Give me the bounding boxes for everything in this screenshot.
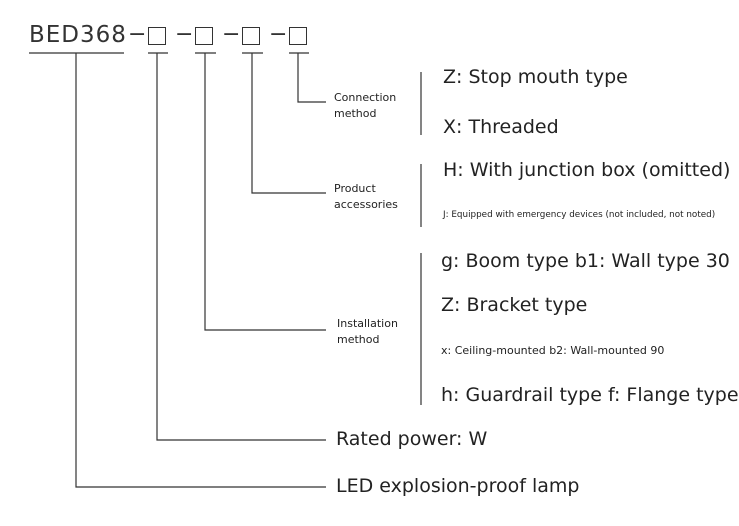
leader-installation [204, 53, 326, 331]
leader-connection [297, 53, 326, 103]
model-code-prefix: BED368 [29, 22, 127, 48]
rated-power-label: Rated power: W [336, 428, 488, 450]
code-slot-accessories [242, 27, 260, 45]
installation-option-g: g: Boom type b1: Wall type 30 [441, 250, 730, 272]
product-accessories-label: Product accessories [334, 182, 398, 211]
connection-option-x: X: Threaded [443, 116, 559, 138]
leader-rated-power [156, 53, 326, 441]
installation-option-h: h: Guardrail type f: Flange type [441, 384, 739, 406]
connection-option-z: Z: Stop mouth type [443, 66, 628, 88]
leader-lamp [75, 53, 326, 488]
installation-method-label: Installation method [337, 317, 398, 346]
code-slot-power [148, 27, 166, 45]
accessories-option-h: H: With junction box (omitted) [443, 159, 731, 181]
installation-option-z: Z: Bracket type [441, 294, 588, 316]
code-separator: − [128, 22, 147, 47]
connection-method-label: Connection method [334, 91, 397, 120]
code-separator: − [269, 22, 288, 47]
code-slot-installation [195, 27, 213, 45]
accessories-option-j: J: Equipped with emergency devices (not … [443, 210, 716, 220]
connector-lines [29, 52, 422, 488]
lamp-label: LED explosion-proof lamp [336, 475, 580, 497]
model-code-diagram: BED368 − − − − Connection method Z: Stop… [29, 22, 739, 497]
code-separator: − [175, 22, 194, 47]
leader-accessories [251, 53, 326, 194]
code-slot-connection [289, 27, 307, 45]
installation-option-x: x: Ceiling-mounted b2: Wall-mounted 90 [441, 344, 665, 357]
code-separator: − [222, 22, 241, 47]
